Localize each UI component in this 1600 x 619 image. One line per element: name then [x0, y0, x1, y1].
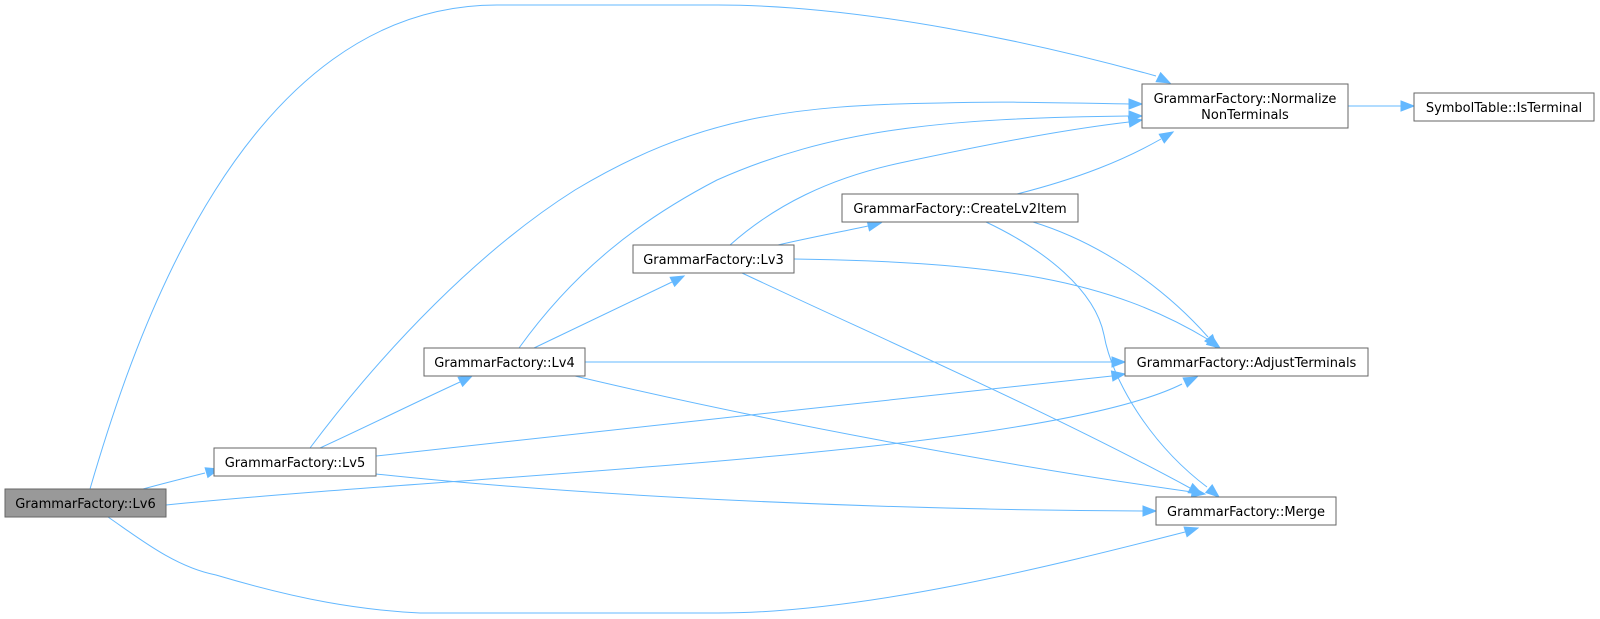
node-merge[interactable]: GrammarFactory::Merge — [1155, 496, 1337, 526]
arrowhead — [1182, 376, 1199, 388]
edge-createlv2-to-normalize — [1016, 131, 1175, 195]
edge-line — [533, 281, 673, 349]
node-createlv2[interactable]: GrammarFactory::CreateLv2Item — [841, 193, 1079, 223]
edge-lv5-to-adjust — [375, 370, 1127, 457]
edge-normalize-to-isterminal — [1348, 100, 1416, 112]
edge-line — [985, 221, 1208, 488]
node-box — [632, 244, 795, 274]
edge-lv5-to-merge — [375, 473, 1158, 517]
edge-line — [777, 225, 869, 246]
edge-lv5-to-lv4 — [319, 375, 474, 449]
arrowhead — [1183, 526, 1200, 538]
edge-line — [319, 381, 461, 449]
arrowhead — [866, 220, 883, 232]
edge-line — [89, 4, 1157, 490]
arrowhead — [1127, 116, 1144, 128]
node-label: GrammarFactory::Merge — [1167, 505, 1325, 520]
edge-createlv2-to-adjust — [1032, 221, 1218, 350]
arrowhead — [1158, 131, 1175, 144]
node-lv6[interactable]: GrammarFactory::Lv6 — [4, 488, 167, 518]
node-box — [213, 447, 377, 477]
node-lv4[interactable]: GrammarFactory::Lv4 — [423, 347, 586, 377]
arrowhead — [457, 375, 474, 388]
node-label: NonTerminals — [1201, 108, 1289, 123]
arrowhead — [669, 275, 686, 288]
edge-line — [518, 115, 1130, 349]
edge-line — [574, 375, 1193, 493]
node-label: GrammarFactory::Lv6 — [15, 497, 156, 512]
node-box — [1124, 347, 1369, 377]
node-label: GrammarFactory::CreateLv2Item — [853, 202, 1066, 217]
graph-nodes: GrammarFactory::Lv6GrammarFactory::Lv5Gr… — [4, 83, 1595, 526]
edge-line — [375, 473, 1144, 512]
edge-lv6-to-normalize — [89, 4, 1172, 490]
arrowhead — [1110, 370, 1127, 382]
edge-lv4-to-normalize — [518, 110, 1144, 349]
edge-line — [375, 375, 1113, 457]
edge-line — [1016, 138, 1162, 195]
node-box — [1413, 92, 1595, 122]
edge-line — [107, 516, 1186, 614]
edge-lv4-to-lv3 — [533, 275, 686, 349]
node-lv3[interactable]: GrammarFactory::Lv3 — [632, 244, 795, 274]
node-label: GrammarFactory::Lv4 — [434, 356, 575, 371]
edge-lv3-to-normalize — [729, 116, 1144, 246]
edge-lv3-to-adjust — [793, 258, 1222, 349]
edge-line — [165, 383, 1183, 506]
arrowhead — [1128, 98, 1144, 110]
edge-line — [729, 121, 1130, 246]
node-box — [1141, 83, 1349, 129]
arrowhead — [1111, 356, 1127, 368]
node-box — [1155, 496, 1337, 526]
edge-lv3-to-createlv2 — [777, 220, 883, 246]
edge-lv3-to-merge — [741, 272, 1204, 495]
edge-line — [309, 101, 1130, 449]
node-label: GrammarFactory::Lv3 — [643, 253, 784, 268]
edge-lv6-to-lv5 — [142, 467, 221, 490]
edge-line — [793, 258, 1210, 341]
node-label: GrammarFactory::Lv5 — [225, 456, 366, 471]
edge-line — [741, 272, 1191, 489]
node-box — [841, 193, 1079, 223]
node-adjust[interactable]: GrammarFactory::AdjustTerminals — [1124, 347, 1369, 377]
edge-line — [142, 472, 206, 490]
node-label: SymbolTable::IsTerminal — [1426, 101, 1582, 116]
node-isterminal[interactable]: SymbolTable::IsTerminal — [1413, 92, 1595, 122]
arrowhead — [1204, 483, 1221, 498]
arrowhead — [1155, 71, 1172, 84]
edge-lv4-to-adjust — [585, 356, 1127, 368]
node-box — [423, 347, 586, 377]
arrowhead — [1142, 505, 1158, 517]
edge-lv4-to-merge — [574, 375, 1207, 498]
node-lv5[interactable]: GrammarFactory::Lv5 — [213, 447, 377, 477]
node-label: GrammarFactory::AdjustTerminals — [1137, 356, 1357, 371]
edge-createlv2-to-merge — [985, 221, 1221, 498]
node-label: GrammarFactory::Normalize — [1154, 92, 1337, 107]
arrowhead — [1204, 333, 1218, 350]
arrowhead — [1400, 100, 1416, 112]
edge-lv6-to-merge — [107, 516, 1200, 614]
edge-lv6-to-adjust — [165, 376, 1199, 506]
edge-line — [1032, 221, 1209, 338]
arrowhead — [1187, 482, 1204, 495]
node-box — [4, 488, 167, 518]
edge-lv5-to-normalize — [309, 98, 1144, 449]
